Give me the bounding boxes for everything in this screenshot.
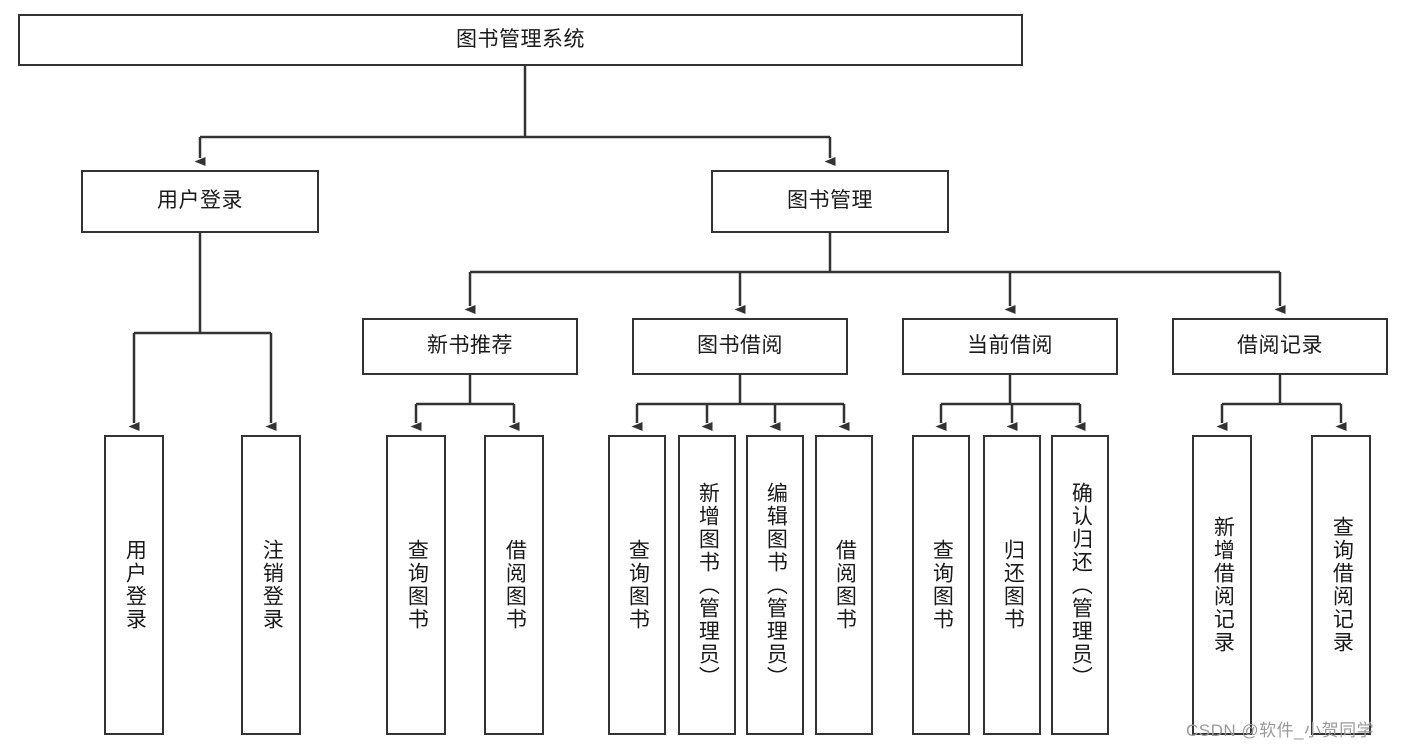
node-leaf-user-logout[interactable]: 注销登录 bbox=[241, 435, 301, 735]
node-label: 查询图书 bbox=[626, 539, 650, 631]
node-label: 查询图书 bbox=[405, 539, 429, 631]
node-leaf-user-login[interactable]: 用户登录 bbox=[104, 435, 164, 735]
node-borrow-record[interactable]: 借阅记录 bbox=[1172, 318, 1388, 375]
node-leaf-confirm-return[interactable]: 确认归还（管理员） bbox=[1051, 435, 1109, 735]
node-label: 借阅记录 bbox=[1237, 334, 1323, 358]
node-label: 图书管理 bbox=[787, 189, 873, 213]
node-user-login[interactable]: 用户登录 bbox=[81, 170, 319, 233]
watermark-text: CSDN @软件_小贺同学 bbox=[1186, 721, 1375, 740]
node-label: 查询图书 bbox=[930, 539, 954, 631]
node-label: 确认归还（管理员） bbox=[1069, 481, 1093, 689]
node-label: 图书借阅 bbox=[697, 334, 783, 358]
node-leaf-query-book-3[interactable]: 查询图书 bbox=[912, 435, 970, 735]
node-label: 查询借阅记录 bbox=[1330, 516, 1354, 654]
node-label: 新书推荐 bbox=[427, 334, 513, 358]
node-current-borrow[interactable]: 当前借阅 bbox=[902, 318, 1118, 375]
node-label: 当前借阅 bbox=[967, 334, 1053, 358]
node-new-book-rec[interactable]: 新书推荐 bbox=[362, 318, 578, 375]
node-leaf-edit-book[interactable]: 编辑图书（管理员） bbox=[746, 435, 804, 735]
node-book-manage[interactable]: 图书管理 bbox=[711, 170, 949, 233]
node-label: 编辑图书（管理员） bbox=[764, 481, 788, 689]
node-leaf-add-book[interactable]: 新增图书（管理员） bbox=[678, 435, 736, 735]
node-leaf-borrow-book-1[interactable]: 借阅图书 bbox=[484, 435, 544, 735]
node-label: 用户登录 bbox=[123, 539, 147, 631]
node-label: 归还图书 bbox=[1001, 539, 1025, 631]
node-leaf-query-record[interactable]: 查询借阅记录 bbox=[1311, 435, 1371, 735]
node-leaf-query-book-1[interactable]: 查询图书 bbox=[386, 435, 446, 735]
node-label: 新增图书（管理员） bbox=[696, 481, 720, 689]
node-label: 新增借阅记录 bbox=[1211, 516, 1235, 654]
node-book-borrow[interactable]: 图书借阅 bbox=[632, 318, 848, 375]
node-leaf-return-book[interactable]: 归还图书 bbox=[983, 435, 1041, 735]
node-label: 用户登录 bbox=[157, 189, 243, 213]
node-root-system[interactable]: 图书管理系统 bbox=[18, 14, 1023, 66]
node-leaf-add-record[interactable]: 新增借阅记录 bbox=[1192, 435, 1252, 735]
node-leaf-borrow-book-2[interactable]: 借阅图书 bbox=[815, 435, 873, 735]
node-label: 借阅图书 bbox=[503, 539, 527, 631]
node-leaf-query-book-2[interactable]: 查询图书 bbox=[608, 435, 666, 735]
node-label: 注销登录 bbox=[260, 539, 284, 631]
node-label: 图书管理系统 bbox=[456, 27, 585, 51]
node-label: 借阅图书 bbox=[833, 539, 857, 631]
